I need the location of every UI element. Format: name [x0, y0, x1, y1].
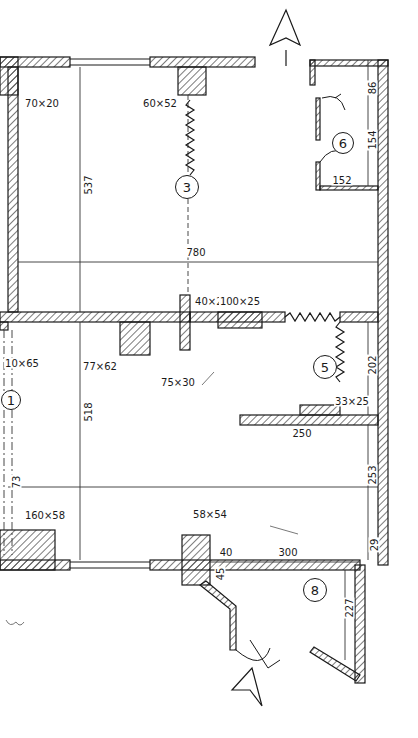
dimension-label: 75×30 — [160, 377, 196, 388]
dimension-label: 86 — [367, 81, 378, 96]
dimension-label: 780 — [185, 247, 206, 258]
north-arrows — [232, 10, 300, 706]
dimension-label: 300 — [277, 547, 298, 558]
dimension-label: 537 — [83, 174, 94, 195]
dimension-label: 154 — [367, 129, 378, 150]
folding-partitions — [186, 100, 344, 382]
walls — [0, 57, 388, 683]
dimension-label: 253 — [367, 464, 378, 485]
room-label: 3 — [183, 180, 191, 195]
dimension-label: 70×20 — [24, 98, 60, 109]
dimension-label: 45 — [215, 567, 226, 582]
dimension-label: 58×54 — [192, 509, 228, 520]
dimension-label: 73 — [11, 475, 22, 490]
windows — [70, 59, 150, 568]
room-number: 5 — [313, 355, 337, 379]
room-label: 1 — [7, 393, 15, 408]
dimension-label: 202 — [367, 354, 378, 375]
dimension-label: 250 — [291, 428, 312, 439]
dimension-lines — [4, 60, 378, 660]
dimension-label: 10×65 — [4, 358, 40, 369]
dimension-label: 60×52 — [142, 98, 178, 109]
room-label: 5 — [321, 360, 329, 375]
dimension-label: 227 — [344, 597, 355, 618]
dimension-label: 152 — [331, 175, 352, 186]
dimension-label: 40 — [219, 547, 234, 558]
dimension-label: 33×25 — [334, 396, 370, 407]
dimension-label: 518 — [83, 401, 94, 422]
dimension-label: 160×58 — [24, 510, 66, 521]
room-number: 3 — [175, 175, 199, 199]
dimension-label: 77×62 — [82, 361, 118, 372]
room-number: 6 — [332, 132, 354, 154]
dimension-label: 100×25 — [219, 296, 261, 307]
dimension-label: 29 — [369, 538, 380, 553]
room-label: 6 — [339, 136, 347, 151]
marks — [6, 372, 298, 625]
room-number: 1 — [1, 390, 21, 410]
door-swings — [236, 94, 346, 668]
room-label: 8 — [311, 583, 319, 598]
room-number: 8 — [303, 578, 327, 602]
